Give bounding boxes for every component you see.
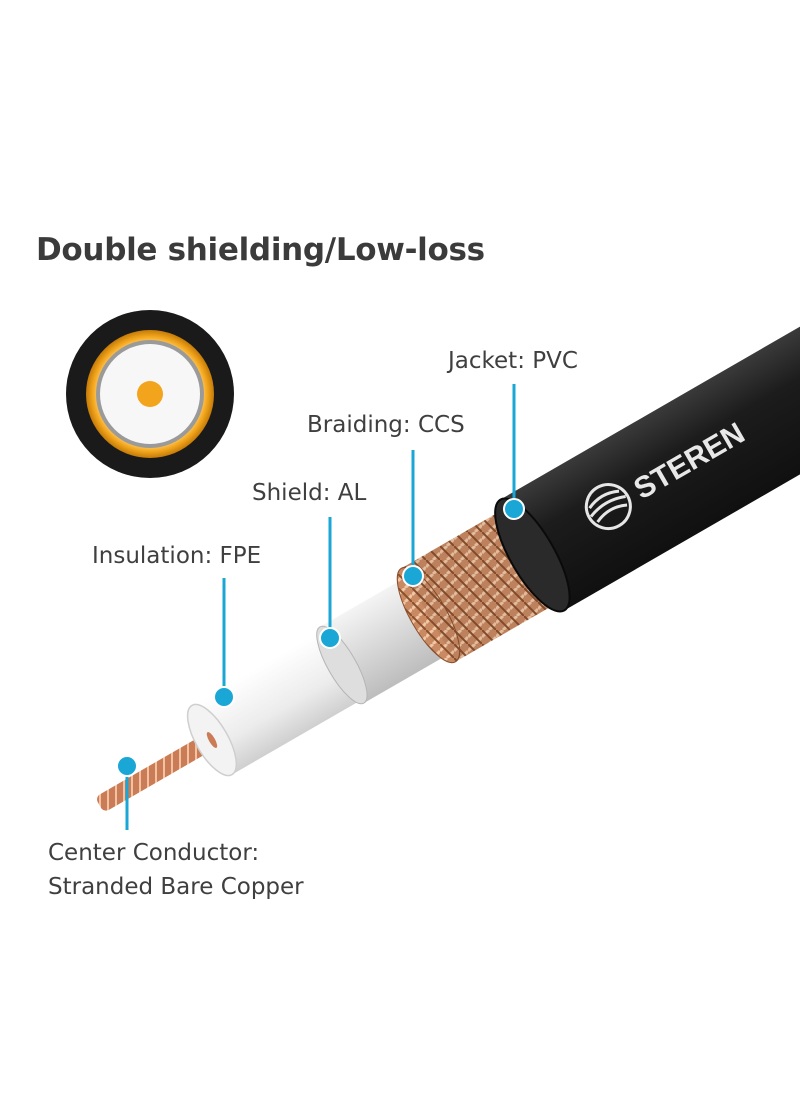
label-center-conductor: Center Conductor: Stranded Bare Copper	[48, 836, 304, 904]
label-shield: Shield: AL	[252, 480, 367, 506]
callout-dot-insulation	[213, 686, 235, 708]
label-center-line2: Stranded Bare Copper	[48, 874, 304, 900]
label-jacket: Jacket: PVC	[448, 348, 578, 374]
callout-dot-braiding	[402, 565, 424, 587]
callout-dot-jacket	[503, 498, 525, 520]
label-braiding: Braiding: CCS	[307, 412, 465, 438]
cross-section-icon	[66, 310, 234, 478]
callouts	[116, 384, 525, 830]
page-title: Double shielding/Low-loss	[36, 232, 485, 268]
callout-dot-shield	[319, 627, 341, 649]
jacket-layer: STEREN	[494, 239, 800, 613]
center-conductor	[97, 729, 223, 811]
label-insulation: Insulation: FPE	[92, 543, 262, 569]
coax-cable: STEREN	[97, 239, 800, 811]
label-center-line1: Center Conductor:	[48, 840, 260, 866]
callout-dot-center	[116, 755, 138, 777]
